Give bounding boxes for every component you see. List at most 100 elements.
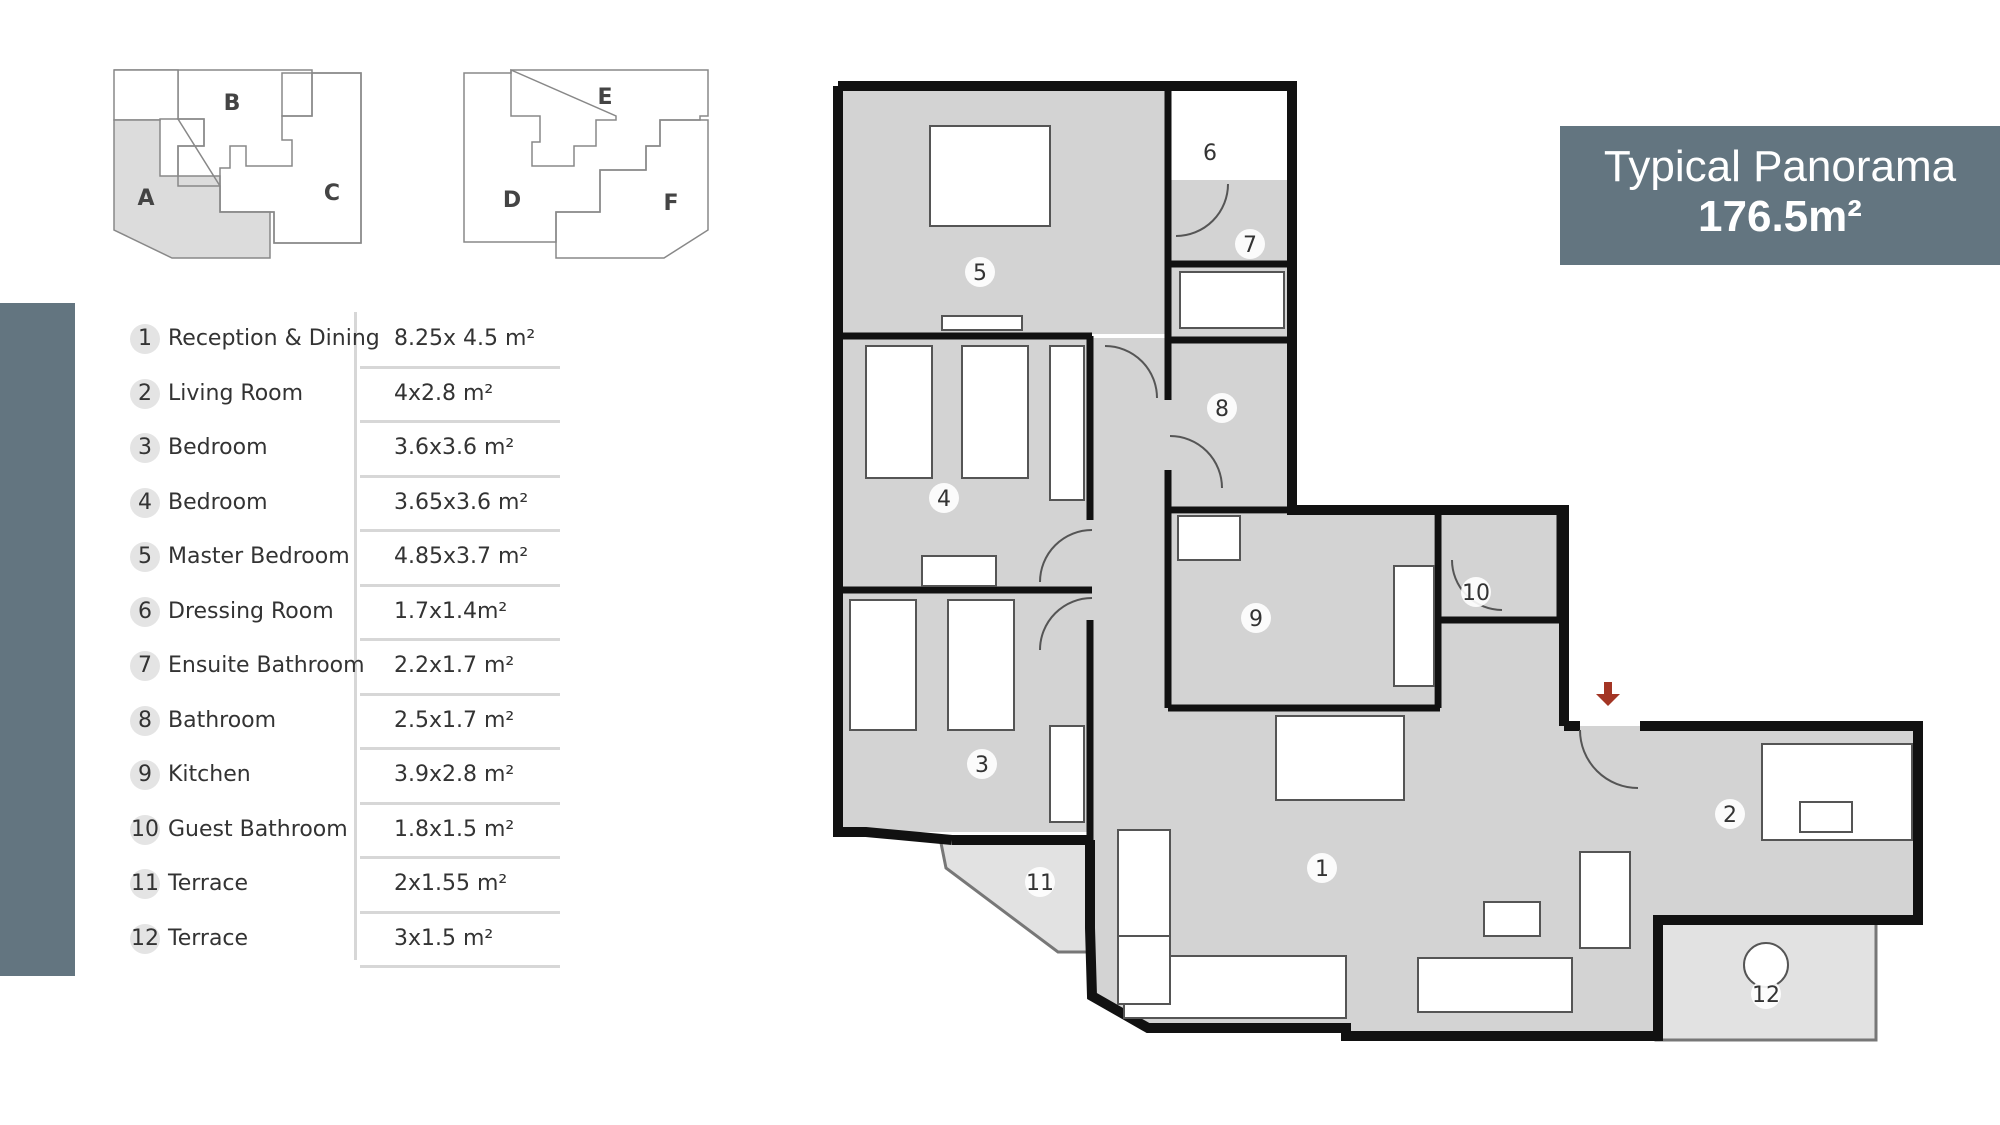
room-name: Dressing Room [168,598,334,624]
room-number: 2 [130,378,160,409]
room-row: 5 Master Bedroom 4.85x3.7 m² [130,532,570,587]
plan-label-room-2: 2 [1723,803,1737,828]
building-key: B A C E D F [113,68,709,259]
row-divider [360,692,560,696]
interior-walls [838,88,1564,840]
title-apartment-type: Typical Panorama [1603,142,1957,191]
room-row: 1 Reception & Dining 8.25x 4.5 m² [130,314,570,369]
plan-label-room-5: 5 [973,261,987,286]
room-row: 11 Terrace 2x1.55 m² [130,859,570,914]
row-divider [360,965,560,968]
room-name: Living Room [168,380,304,406]
plan-label-badge [1307,853,1337,883]
row-divider [360,747,560,750]
room-name: Kitchen [168,762,251,787]
room-number: 4 [130,487,160,518]
plan-label-room-6: 6 [1203,141,1217,166]
door-swings [1039,183,1639,789]
row-divider [360,910,560,914]
room-size: 4.85x3.7 m² [394,544,529,569]
row-divider [360,474,560,478]
plan-label-badge [1241,603,1271,633]
room-number: 12 [130,923,160,954]
key-label-f: F [663,191,678,216]
room-size: 3.65x3.6 m² [394,489,529,515]
room-size: 3.6x3.6 m² [394,435,515,460]
plan-label-badge [1235,229,1265,259]
room-row: 10 Guest Bathroom 1.8x1.5 m² [130,805,570,859]
row-divider [360,529,560,532]
room-row: 9 Kitchen 3.9x2.8 m² [130,750,570,805]
room-row: 12 Terrace 3x1.5 m² [130,914,570,968]
room-name: Ensuite Bathroom [168,653,365,678]
row-divider [360,638,560,641]
room-size: 1.7x1.4m² [394,598,508,624]
room-row: 2 Living Room 4x2.8 m² [130,369,570,423]
room-number: 1 [130,324,160,354]
room-name: Bedroom [168,435,268,460]
room-number: 3 [130,433,160,463]
room-row: 7 Ensuite Bathroom 2.2x1.7 m² [130,641,570,696]
key-label-b: B [224,91,241,116]
room-size: 4x2.8 m² [394,380,494,406]
room-name: Terrace [168,871,249,896]
plan-label-badge [1025,867,1055,897]
key-label-c: C [324,181,340,206]
room-name: Terrace [168,925,249,951]
room-size: 1.8x1.5 m² [394,816,515,842]
room-size: 2x1.55 m² [394,871,508,896]
row-divider [360,583,560,587]
title-box: Typical Panorama 176.5m² [1560,126,2000,265]
plan-label-room-8: 8 [1215,397,1229,422]
building-key-right [463,68,709,259]
key-label-a: A [137,186,154,211]
plan-label-badge [965,257,995,287]
room-name: Master Bedroom [168,544,350,569]
plan-label-room-3: 3 [975,753,989,778]
key-label-d: D [503,188,521,213]
room-size: 3x1.5 m² [394,925,494,951]
terrace-11-area [938,836,1092,954]
room-schedule: 1 Reception & Dining 8.25x 4.5 m² 2 Living R… [130,314,570,968]
furniture [849,125,1913,1019]
room-number: 7 [130,651,160,681]
room-name: Guest Bathroom [168,816,348,842]
room-name: Bathroom [168,707,277,733]
room-number: 9 [130,760,160,790]
building-key-left [113,69,362,259]
plan-label-room-7: 7 [1243,233,1257,258]
entry-arrow-icon [1596,682,1620,706]
room-number: 5 [130,542,160,572]
table-column-divider [354,312,357,960]
room-size: 2.5x1.7 m² [394,707,515,733]
plan-label-room-9: 9 [1249,607,1263,632]
room-size: 3.9x2.8 m² [394,762,515,787]
room-number: 10 [130,814,160,845]
room-row: 4 Bedroom 3.65x3.6 m² [130,478,570,532]
row-divider [360,365,560,369]
room-name: Bedroom [168,489,268,515]
plan-label-badge [1461,577,1491,607]
room-name: Reception & Dining [168,326,380,351]
key-label-e: E [597,85,612,110]
room-size: 8.25x 4.5 m² [394,326,536,351]
room-number: 11 [130,869,160,899]
room-number: 8 [130,705,160,736]
plan-label-room-10: 10 [1462,581,1490,606]
row-divider [360,856,560,859]
plan-label-badge [1715,799,1745,829]
plan-label-badge [929,483,959,513]
plan-label-room-11: 11 [1026,871,1054,896]
plan-label-badge [1207,393,1237,423]
row-divider [360,801,560,805]
row-divider [360,420,560,423]
side-accent-bar [0,303,75,976]
plan-label-badge [967,749,997,779]
title-area: 176.5m² [1698,192,1862,241]
plan-label-room-1: 1 [1315,857,1329,882]
room-row: 3 Bedroom 3.6x3.6 m² [130,423,570,478]
room-size: 2.2x1.7 m² [394,653,515,678]
